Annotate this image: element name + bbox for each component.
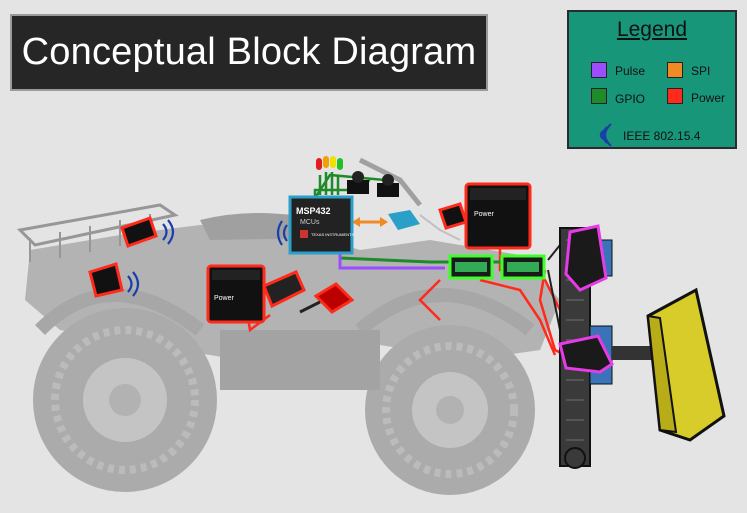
legend-panel: Legend Pulse SPI GPIO Power IEEE 802.15.… (567, 10, 737, 149)
sensor-node-front (438, 202, 468, 230)
regulator-board (262, 270, 306, 309)
wireless-module (388, 210, 420, 230)
power-swatch (667, 88, 683, 104)
push-buttons (347, 171, 399, 197)
mcu-label: MSP432 (296, 206, 331, 216)
actuator-upper (564, 224, 608, 292)
ti-label: TEXAS INSTRUMENTS (311, 232, 354, 237)
diagram-title: Conceptual Block Diagram (21, 31, 477, 73)
motor-driver-left (448, 254, 494, 280)
msp432-mcu: MSP432 MCUs TEXAS INSTRUMENTS (288, 195, 354, 255)
gpio-swatch (591, 88, 607, 104)
gpio-label: GPIO (615, 92, 646, 106)
spi-label: SPI (691, 64, 711, 78)
rear-wheel (33, 308, 217, 492)
pulse-swatch (591, 62, 607, 78)
pulse-label: Pulse (615, 64, 646, 78)
front-wheel (365, 325, 535, 495)
wireless-signal-icon (599, 123, 612, 147)
wireless-icons (127, 219, 288, 297)
battery-right-label: Power (474, 211, 495, 218)
mcu-sub-label: MCUs (300, 219, 320, 226)
motor-driver-right (500, 254, 546, 280)
sensor-node-upper (120, 216, 158, 248)
actuator-lower (558, 334, 614, 374)
spi-swatch (667, 62, 683, 78)
battery-left-label: Power (214, 295, 235, 302)
sensor-node-lower (88, 262, 124, 298)
ieee-label: IEEE 802.15.4 (623, 129, 701, 143)
battery-left: Power (206, 264, 266, 324)
regulator-chip (299, 282, 355, 314)
battery-right: Power (464, 182, 532, 250)
title-banner: Conceptual Block Diagram (10, 14, 488, 91)
legend-heading: Legend (616, 18, 688, 41)
status-leds (316, 156, 343, 170)
power-label: Power (691, 91, 726, 105)
